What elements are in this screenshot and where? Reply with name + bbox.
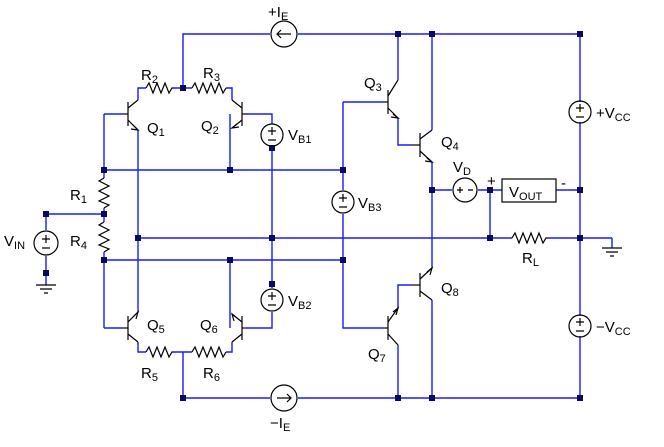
- label-vout: VOUT: [509, 184, 543, 203]
- label-r6: R6: [203, 365, 220, 384]
- transistor-q6: [230, 312, 246, 343]
- vout-meter-box: [501, 178, 557, 203]
- ground-symbol-load: [602, 247, 622, 257]
- label-r2: R2: [141, 67, 158, 86]
- label-q1: Q1: [147, 120, 165, 139]
- voltage-source-vd: [452, 177, 478, 203]
- label-vout-plus: +: [487, 173, 496, 190]
- resistor-r4: [97, 221, 111, 253]
- label-r1: R1: [70, 187, 87, 206]
- transistor-q7: [384, 306, 400, 346]
- transistor-q5: [124, 309, 140, 343]
- label-r4: R4: [70, 233, 87, 252]
- voltage-source-vb3: [331, 190, 355, 214]
- label-rl: RL: [522, 250, 539, 269]
- transistor-q1: [124, 99, 140, 131]
- label-plus-ie: +IE: [268, 4, 288, 23]
- junction-nodes: [43, 31, 583, 401]
- label-vb3: VB3: [358, 195, 381, 214]
- component-labels: +IE −IE R2 R3 R1 R4 R5 R6 RL Q1 Q2 Q3 Q4…: [4, 4, 631, 434]
- label-vin: VIN: [4, 233, 25, 252]
- label-vcc-pos: +VCC: [596, 105, 631, 124]
- resistor-r3: [191, 81, 227, 95]
- label-r5: R5: [141, 365, 158, 384]
- label-vout-minus: -: [561, 175, 566, 192]
- ground-symbol-vin: [36, 284, 56, 294]
- voltage-source-vin: [33, 230, 59, 256]
- transistor-q3: [384, 79, 401, 119]
- wires: [45, 33, 613, 399]
- current-source-minus-ie: [270, 384, 298, 412]
- resistor-r2: [145, 81, 174, 95]
- resistor-r5: [145, 345, 174, 359]
- transistor-q8: [412, 266, 434, 301]
- label-r3: R3: [203, 65, 220, 84]
- current-source-plus-ie: [270, 20, 298, 48]
- voltage-source-vb2: [260, 288, 284, 312]
- label-q2: Q2: [201, 118, 219, 137]
- label-vcc-neg: −VCC: [596, 319, 631, 338]
- voltage-source-vcc-neg: [568, 314, 592, 338]
- transistor-q4: [412, 129, 435, 163]
- label-vd: VD: [453, 159, 471, 178]
- label-q3: Q3: [364, 75, 382, 94]
- label-vb1: VB1: [288, 127, 311, 146]
- label-q4: Q4: [441, 134, 459, 153]
- resistor-r6: [191, 345, 227, 359]
- voltage-source-vb1: [260, 123, 284, 147]
- label-q6: Q6: [200, 317, 218, 336]
- resistor-rl: [511, 231, 548, 245]
- transistor-q2: [229, 99, 246, 129]
- voltage-source-vcc-pos: [568, 100, 592, 124]
- label-q8: Q8: [441, 280, 459, 299]
- label-vb2: VB2: [288, 293, 311, 312]
- label-q5: Q5: [147, 317, 165, 336]
- label-minus-ie: −IE: [270, 415, 290, 434]
- resistor-r1: [97, 177, 111, 209]
- label-q7: Q7: [368, 346, 386, 365]
